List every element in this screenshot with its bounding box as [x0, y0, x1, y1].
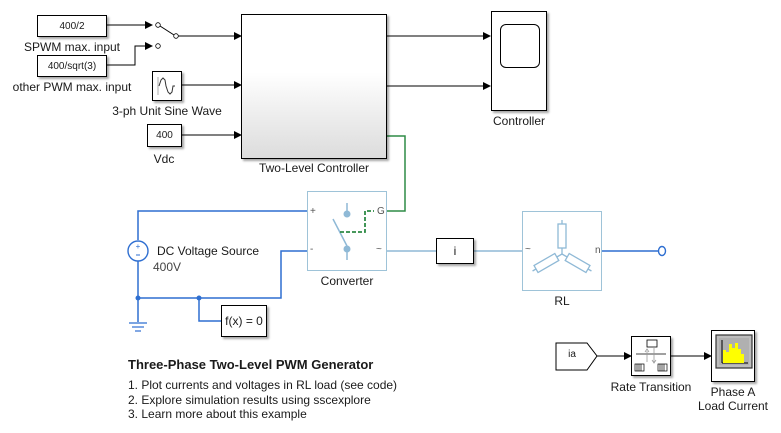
sensor-label: i	[453, 244, 457, 258]
constant-value: 400/sqrt(3)	[47, 60, 97, 72]
port-ac: ~	[525, 244, 531, 255]
dc-source-value: 400V	[153, 260, 182, 274]
goto-tag-label: ia	[568, 349, 576, 360]
dc-voltage-source-icon[interactable]: +	[126, 239, 150, 263]
model-title: Three-Phase Two-Level PWM Generator	[128, 357, 374, 372]
block-label: DC Voltage Source	[157, 244, 260, 258]
label-line-2: Load Current	[697, 399, 769, 413]
electrical-line[interactable]	[138, 250, 307, 299]
connection-port-icon[interactable]	[657, 245, 667, 257]
constant-value: 400	[156, 130, 173, 141]
electrical-line[interactable]	[137, 210, 307, 240]
junction-dot	[135, 295, 141, 301]
annotation-link-learn[interactable]: 3. Learn more about this example	[128, 407, 307, 421]
port-plus: +	[310, 206, 316, 217]
block-label: RL	[554, 294, 570, 308]
electrical-line[interactable]	[198, 298, 221, 322]
port-n: n	[595, 245, 601, 256]
rate-transition-icon	[634, 339, 668, 372]
manual-switch[interactable]	[155, 22, 179, 49]
phase-a-scope-block[interactable]	[711, 330, 755, 382]
scope-plot-icon	[715, 334, 753, 369]
block-label: Two-Level Controller	[258, 161, 370, 175]
solver-configuration-block[interactable]: f(x) = 0	[221, 305, 267, 337]
constant-spwm-block[interactable]: 400/2	[37, 15, 107, 37]
port-gate: G	[377, 206, 385, 217]
goto-tag-block[interactable]	[555, 342, 599, 372]
port-ac: ~	[376, 244, 382, 255]
block-label: Phase A Load Current	[693, 385, 773, 413]
rate-transition-block[interactable]	[631, 336, 671, 376]
signal-line[interactable]	[107, 42, 153, 66]
plus-sign: +	[136, 242, 141, 251]
current-sensor-block[interactable]: i	[436, 238, 474, 264]
block-label: SPWM max. input	[23, 40, 121, 54]
sine-wave-icon	[157, 77, 175, 95]
block-label: Vdc	[153, 152, 175, 166]
constant-other-pwm-block[interactable]: 400/sqrt(3)	[37, 55, 107, 77]
label-line-1: Phase A	[710, 385, 756, 399]
port-minus: -	[310, 244, 314, 255]
converter-block[interactable]: + - G ~	[307, 191, 387, 271]
controller-scope-block[interactable]	[491, 11, 547, 111]
sine-wave-block[interactable]	[152, 71, 182, 101]
switch-icon	[332, 203, 374, 260]
annotation-link-explore[interactable]: 2. Explore simulation results using ssce…	[128, 393, 371, 407]
constant-value: 400/2	[59, 20, 85, 32]
block-label: Converter	[320, 274, 374, 288]
solver-label: f(x) = 0	[225, 314, 263, 328]
constant-vdc-block[interactable]: 400	[147, 124, 182, 147]
gate-signal-line[interactable]	[386, 135, 406, 212]
wye-load-icon	[532, 220, 592, 274]
rl-load-block[interactable]: ~ n	[522, 211, 602, 291]
block-label: Rate Transition	[610, 380, 692, 394]
junction-dot	[196, 295, 202, 301]
annotation-link-plot[interactable]: 1. Plot currents and voltages in RL load…	[128, 378, 398, 392]
two-level-controller-subsystem[interactable]	[241, 14, 387, 159]
block-label: Controller	[492, 114, 546, 128]
scope-screen-icon	[500, 24, 540, 68]
block-label: other PWM max. input	[12, 80, 132, 94]
ground-icon	[129, 322, 147, 332]
block-label: 3-ph Unit Sine Wave	[112, 104, 222, 118]
